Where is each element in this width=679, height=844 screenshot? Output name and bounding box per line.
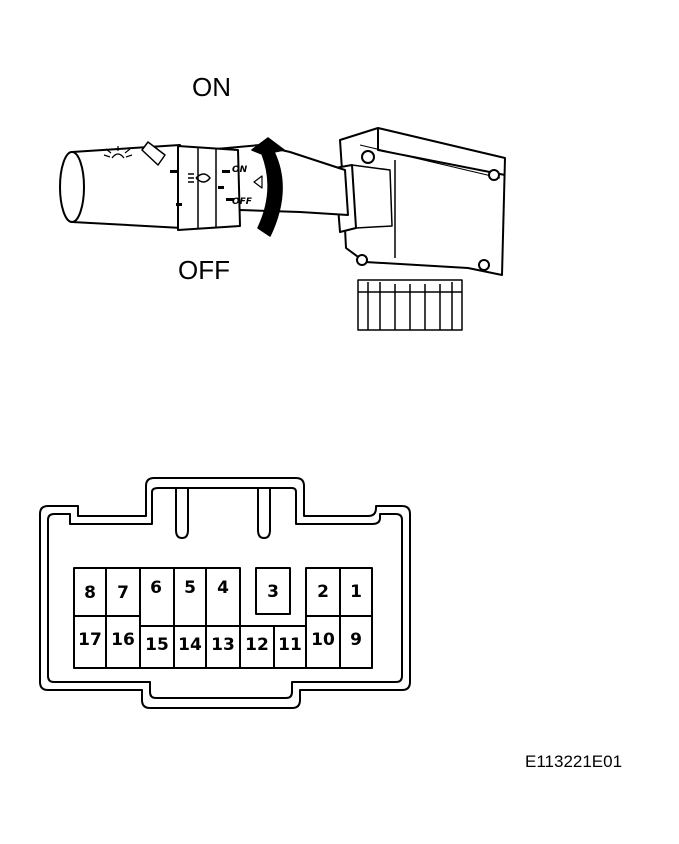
lever-knob	[59, 141, 183, 229]
pin-14: 14	[178, 635, 202, 655]
lower-row-pin-labels: 17 16 15 14 13 12 11 10 9	[78, 630, 362, 655]
rotation-arrow-icon	[251, 137, 285, 237]
headlight-beam-icon	[103, 146, 133, 159]
pin-3: 3	[267, 582, 279, 602]
pin-1: 1	[350, 582, 362, 602]
connector-inner-housing	[47, 487, 403, 699]
pin-13: 13	[211, 635, 235, 655]
connector-latch-left	[175, 488, 189, 539]
switch-connector-plug	[357, 279, 463, 331]
pin-10: 10	[311, 630, 335, 650]
switch-mark-on: ON	[232, 165, 248, 175]
switch-mark-off: OFF	[232, 197, 253, 207]
light-control-ring	[177, 145, 241, 231]
connector-latch-right	[257, 488, 271, 539]
pin-15: 15	[145, 635, 169, 655]
small-arrow-icon	[253, 175, 263, 189]
off-position-label: OFF	[178, 255, 230, 285]
illustration-reference-code: E113221E01	[525, 752, 623, 771]
pin-6: 6	[150, 578, 162, 598]
pin-2: 2	[317, 582, 329, 602]
connector-outer-housing	[39, 477, 411, 709]
pin-11: 11	[278, 635, 302, 655]
connector-face-diagram	[39, 477, 411, 709]
pin-7: 7	[117, 583, 129, 603]
pin-8: 8	[84, 583, 96, 603]
pin-16: 16	[111, 630, 135, 650]
switch-housing	[334, 127, 506, 276]
pin-9: 9	[350, 630, 362, 650]
pin-17: 17	[78, 630, 102, 650]
combination-switch-illustration	[59, 127, 506, 331]
upper-row-pin-labels: 8 7 6 5 4 3 2 1	[84, 578, 362, 603]
on-position-label: ON	[192, 72, 231, 102]
terminal-grid	[73, 567, 373, 669]
fog-light-icon	[188, 173, 211, 183]
pin-5: 5	[184, 578, 196, 598]
switch-position-marks	[170, 170, 234, 206]
pin-4: 4	[217, 578, 229, 598]
pin-12: 12	[245, 635, 269, 655]
